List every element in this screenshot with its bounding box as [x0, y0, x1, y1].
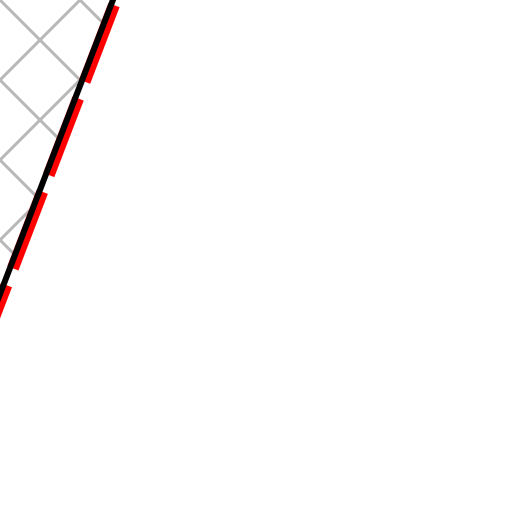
boundary-layer — [0, 0, 123, 319]
grid-line-7 — [0, 0, 120, 330]
grid-line-2 — [0, 0, 120, 330]
grid-line-25 — [160, 0, 512, 400]
grid-line-8 — [0, 0, 120, 330]
grid-line-28 — [400, 0, 512, 400]
grid-line-11 — [78, 0, 120, 330]
grid-line-21 — [0, 0, 120, 330]
grid-line-23 — [0, 0, 120, 330]
grid-line-5 — [0, 0, 120, 330]
grid-line-20 — [0, 0, 120, 330]
grid-line-6 — [0, 0, 120, 330]
grid-line-10 — [0, 0, 120, 330]
grid-line-12 — [160, 0, 512, 400]
grid-line-19 — [0, 0, 120, 330]
grid-line-27 — [320, 0, 512, 400]
grid-line-4 — [0, 0, 120, 330]
boundary-line — [0, 0, 117, 303]
grid-line-9 — [0, 0, 120, 330]
grid-line-15 — [0, 0, 120, 330]
grid-layer — [0, 0, 512, 400]
grid-line-24 — [78, 0, 120, 330]
grid-line-22 — [0, 0, 120, 330]
boundary-dashes — [0, 0, 123, 319]
grid-line-26 — [240, 0, 512, 400]
grid-line-17 — [0, 0, 120, 330]
